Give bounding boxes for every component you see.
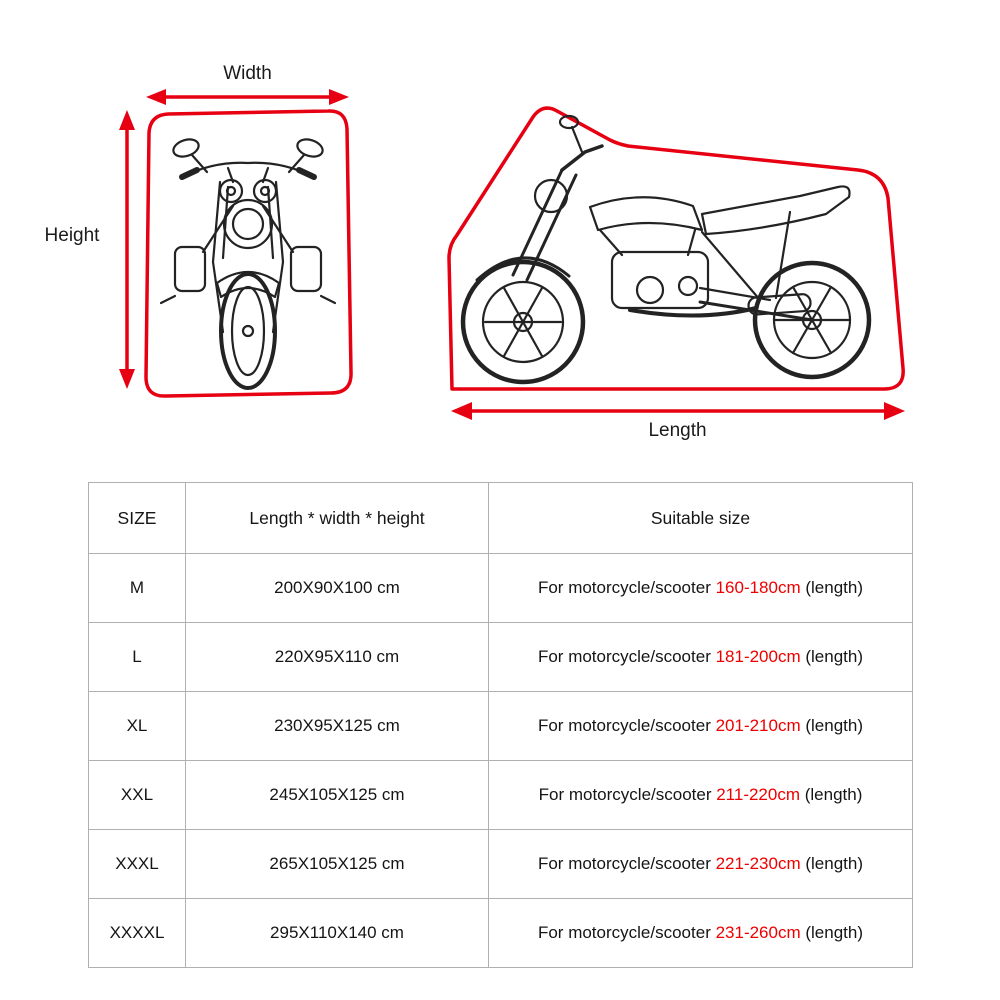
suitable-suffix: (length) — [800, 854, 864, 873]
suitable-prefix: For motorcycle/scooter — [538, 785, 717, 804]
size-cell: XXXL — [88, 829, 186, 899]
front-cover-outline — [144, 109, 353, 398]
table-row: XL 230X95X125 cm For motorcycle/scooter … — [88, 691, 913, 761]
suitable-suffix: (length) — [800, 578, 864, 597]
size-cell: XXL — [88, 760, 186, 830]
suitable-prefix: For motorcycle/scooter — [537, 923, 716, 942]
suitable-prefix: For motorcycle/scooter — [537, 647, 716, 666]
suitable-prefix: For motorcycle/scooter — [537, 854, 716, 873]
suitable-cell: For motorcycle/scooter 181-200cm (length… — [488, 622, 913, 692]
suitable-range: 201-210cm — [715, 716, 801, 735]
dimensions-cell: 245X105X125 cm — [185, 760, 489, 830]
header-suitable: Suitable size — [488, 482, 913, 554]
suitable-range: 221-230cm — [715, 854, 801, 873]
height-label: Height — [44, 225, 100, 246]
suitable-range: 211-220cm — [716, 785, 801, 804]
width-label: Width — [223, 63, 272, 84]
width-arrow-icon — [146, 89, 349, 105]
size-cell: XXXXL — [88, 898, 186, 968]
suitable-cell: For motorcycle/scooter 201-210cm (length… — [488, 691, 913, 761]
suitable-range: 181-200cm — [715, 647, 801, 666]
measurement-diagram: Width Height Length — [0, 0, 1000, 470]
size-cell: M — [88, 553, 186, 623]
size-cell: L — [88, 622, 186, 692]
suitable-suffix: (length) — [800, 923, 864, 942]
suitable-cell: For motorcycle/scooter 231-260cm (length… — [488, 898, 913, 968]
suitable-suffix: (length) — [800, 785, 863, 804]
dimensions-cell: 200X90X100 cm — [185, 553, 489, 623]
length-arrow-icon — [451, 402, 905, 420]
suitable-cell: For motorcycle/scooter 221-230cm (length… — [488, 829, 913, 899]
length-label: Length — [648, 420, 707, 441]
suitable-suffix: (length) — [800, 647, 864, 666]
dimensions-cell: 230X95X125 cm — [185, 691, 489, 761]
suitable-cell: For motorcycle/scooter 211-220cm (length… — [488, 760, 913, 830]
suitable-prefix: For motorcycle/scooter — [537, 578, 716, 597]
size-chart-table-container: SIZE Length * width * height Suitable si… — [88, 482, 913, 968]
table-row: XXXL 265X105X125 cm For motorcycle/scoot… — [88, 829, 913, 899]
suitable-prefix: For motorcycle/scooter — [537, 716, 716, 735]
header-dimensions: Length * width * height — [185, 482, 489, 554]
dimensions-cell: 220X95X110 cm — [185, 622, 489, 692]
motorcycle-side-view-drawing — [460, 114, 872, 385]
motorcycle-front-view-drawing — [159, 138, 337, 390]
dimensions-cell: 295X110X140 cm — [185, 898, 489, 968]
table-row: M 200X90X100 cm For motorcycle/scooter 1… — [88, 553, 913, 623]
size-cell: XL — [88, 691, 186, 761]
suitable-range: 160-180cm — [715, 578, 801, 597]
suitable-range: 231-260cm — [715, 923, 801, 942]
suitable-suffix: (length) — [800, 716, 864, 735]
table-row: L 220X95X110 cm For motorcycle/scooter 1… — [88, 622, 913, 692]
motorcycle-cover-drawings — [119, 89, 905, 420]
size-chart-table: SIZE Length * width * height Suitable si… — [88, 482, 913, 968]
side-cover-outline — [447, 106, 905, 391]
table-header-row: SIZE Length * width * height Suitable si… — [88, 482, 913, 554]
header-size: SIZE — [88, 482, 186, 554]
suitable-cell: For motorcycle/scooter 160-180cm (length… — [488, 553, 913, 623]
table-row: XXXXL 295X110X140 cm For motorcycle/scoo… — [88, 898, 913, 968]
height-arrow-icon — [119, 110, 135, 389]
dimensions-cell: 265X105X125 cm — [185, 829, 489, 899]
table-row: XXL 245X105X125 cm For motorcycle/scoote… — [88, 760, 913, 830]
